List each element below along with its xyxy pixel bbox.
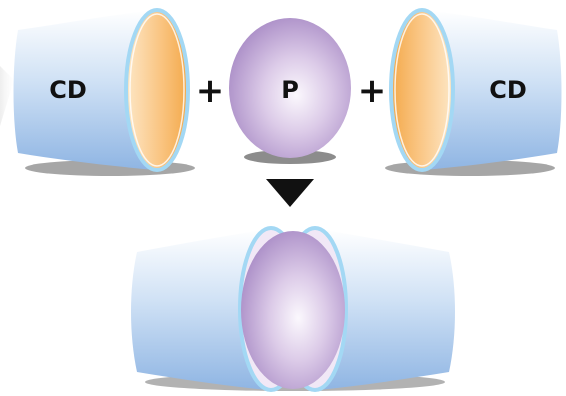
left-plus-sign: +: [195, 71, 225, 111]
protein-body: [229, 18, 351, 158]
complex-protein-body: [241, 231, 345, 389]
right-cup-body: [422, 10, 562, 170]
right-cup-rim-highlight: [394, 13, 450, 167]
protein-label: P: [281, 76, 299, 104]
right-cd-cup: [385, 8, 562, 176]
complex-left-cup-body: [131, 229, 268, 390]
left-cup-cavity: [124, 8, 190, 172]
down-arrow-icon: [266, 179, 314, 207]
right-plus-sign: +: [357, 71, 387, 111]
left-cup-rim-highlight: [129, 13, 185, 167]
complex-right-cup-body: [318, 229, 455, 390]
left-cd-label: CD: [49, 76, 87, 104]
background-arrow-shape: [0, 66, 14, 126]
right-cup-cavity: [389, 8, 455, 172]
left-cd-cup: [13, 8, 195, 176]
right-cd-label: CD: [489, 76, 527, 104]
cd-protein-complex: [131, 226, 455, 392]
left-cup-body: [13, 10, 155, 170]
protein-sphere: [229, 18, 351, 164]
